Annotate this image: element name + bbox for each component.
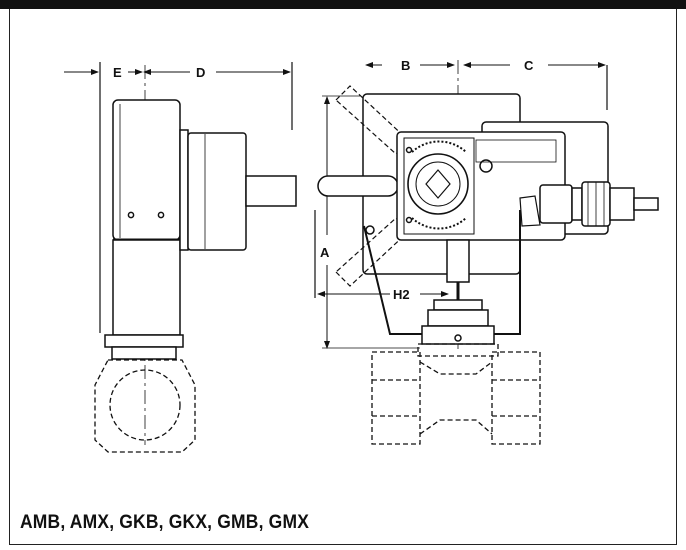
side-view xyxy=(64,62,297,453)
header-bar xyxy=(0,0,686,9)
figure-frame xyxy=(9,9,677,545)
dimension-h2-label: H2 xyxy=(393,287,410,302)
dimension-b-label: B xyxy=(401,58,410,73)
front-view xyxy=(314,60,659,445)
dimension-c-label: C xyxy=(524,58,534,73)
model-caption: AMB, AMX, GKB, GKX, GMB, GMX xyxy=(20,512,310,533)
dimension-d-label: D xyxy=(196,65,205,80)
dimension-a-label: A xyxy=(320,245,330,260)
dimension-e-label: E xyxy=(113,65,122,80)
